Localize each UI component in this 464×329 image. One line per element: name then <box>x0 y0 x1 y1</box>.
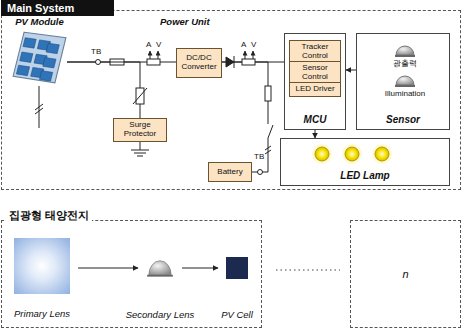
pv-cell-tile <box>20 52 33 62</box>
sensor-base <box>395 85 415 87</box>
node-text: PV Cell <box>221 309 253 320</box>
pv-cell-tile <box>43 58 56 68</box>
signal-arrow <box>182 268 218 269</box>
sensor-box: Sensor <box>356 33 450 130</box>
sensor-dome <box>396 46 414 55</box>
signal-arrow <box>346 70 356 71</box>
node-text: Surge Protector <box>116 121 164 139</box>
pv-cell-tile <box>46 43 59 53</box>
lens2-picture <box>146 259 174 277</box>
sensor-dome <box>396 76 414 85</box>
free-label: TB <box>254 152 264 161</box>
primary-lens: Primary Lens <box>14 238 70 294</box>
driver-box: LED Driver <box>289 82 341 97</box>
node-text: Main System <box>1 0 114 16</box>
main-system-panel: Main SystemPV ModuleDC/DC ConverterSurge… <box>1 10 461 190</box>
shunt-symbol <box>147 59 160 65</box>
repeat-panel: n <box>350 220 461 328</box>
ground-symbol <box>131 142 149 156</box>
led-lamp <box>345 147 359 161</box>
lens-dome <box>149 261 171 275</box>
resistor-symbol <box>265 86 271 101</box>
free-label: V <box>251 40 256 49</box>
node-text: n <box>402 268 408 280</box>
dotted-continuation <box>276 269 340 270</box>
node-text: LED Driver <box>295 85 334 94</box>
led-lamp <box>315 147 329 161</box>
fuse-symbol <box>110 59 124 65</box>
lamp-glow <box>342 144 362 164</box>
free-label: 광출력 <box>393 58 417 69</box>
node-text: MCU <box>304 114 327 125</box>
secondary-lens: Secondary Lens <box>146 259 174 277</box>
node-text: PV Module <box>15 16 64 27</box>
pv-picture <box>12 30 67 85</box>
varistor-slash <box>133 88 147 104</box>
terminal-block <box>258 170 263 175</box>
pv-cell-tile <box>16 65 29 75</box>
free-label: A <box>146 40 151 49</box>
lamp-glow <box>372 144 392 164</box>
meter-arrow <box>253 51 254 59</box>
led-lamp <box>375 147 389 161</box>
concentrator-panel: 집광형 태양전지Primary LensSecondary LensPV Cel… <box>1 220 262 328</box>
pv-module: PV Module <box>12 30 67 85</box>
node-text: Primary Lens <box>14 308 70 319</box>
pv-cell-tile <box>40 71 53 81</box>
free-label: A <box>241 40 246 49</box>
free-label: TB <box>91 47 101 56</box>
pv-frame <box>13 32 66 83</box>
lamp-glow <box>312 144 332 164</box>
wire-break-mark <box>35 104 43 114</box>
node-text: LED Lamp <box>340 170 389 181</box>
node-text: Sensor <box>386 114 420 125</box>
sensor-base <box>395 55 415 57</box>
free-label: V <box>156 40 161 49</box>
led-lamp-box: LED Lamp <box>280 138 450 186</box>
meter-arrow <box>245 51 246 59</box>
shunt-symbol <box>242 59 255 65</box>
node-text: DC/DC Converter <box>179 54 219 72</box>
surge-protector-box: Surge Protector <box>113 118 167 142</box>
node-text: Tracker Control <box>292 43 338 61</box>
free-label: Power Unit <box>160 16 210 27</box>
wire <box>67 62 140 118</box>
node-text: 집광형 태양전지 <box>6 207 92 224</box>
diode-symbol <box>226 57 234 67</box>
wire <box>222 62 268 172</box>
pv-cell-tile <box>23 38 36 48</box>
meter-arrow <box>158 51 159 59</box>
converter-box: DC/DC Converter <box>176 48 222 78</box>
free-label: Illumination <box>385 89 425 98</box>
node-text: Secondary Lens <box>126 309 195 320</box>
led-lamps <box>312 144 392 164</box>
terminal-block <box>96 60 101 65</box>
lens-base <box>147 275 173 277</box>
signal-arrow <box>78 268 138 269</box>
diode-bar <box>234 56 235 68</box>
pv-cell: PV Cell <box>226 257 248 279</box>
switch-gap <box>265 124 271 138</box>
meter-arrow <box>150 51 151 59</box>
signal-arrow <box>315 130 316 138</box>
mcu-box: MCU Tracker ControlSensor ControlLED Driv… <box>284 33 346 130</box>
node-text: Sensor Control <box>292 64 338 82</box>
battery-box: Battery <box>208 162 252 182</box>
node-text: Battery <box>217 168 242 177</box>
fuse-element <box>110 62 124 63</box>
switch-symbol <box>268 125 273 138</box>
